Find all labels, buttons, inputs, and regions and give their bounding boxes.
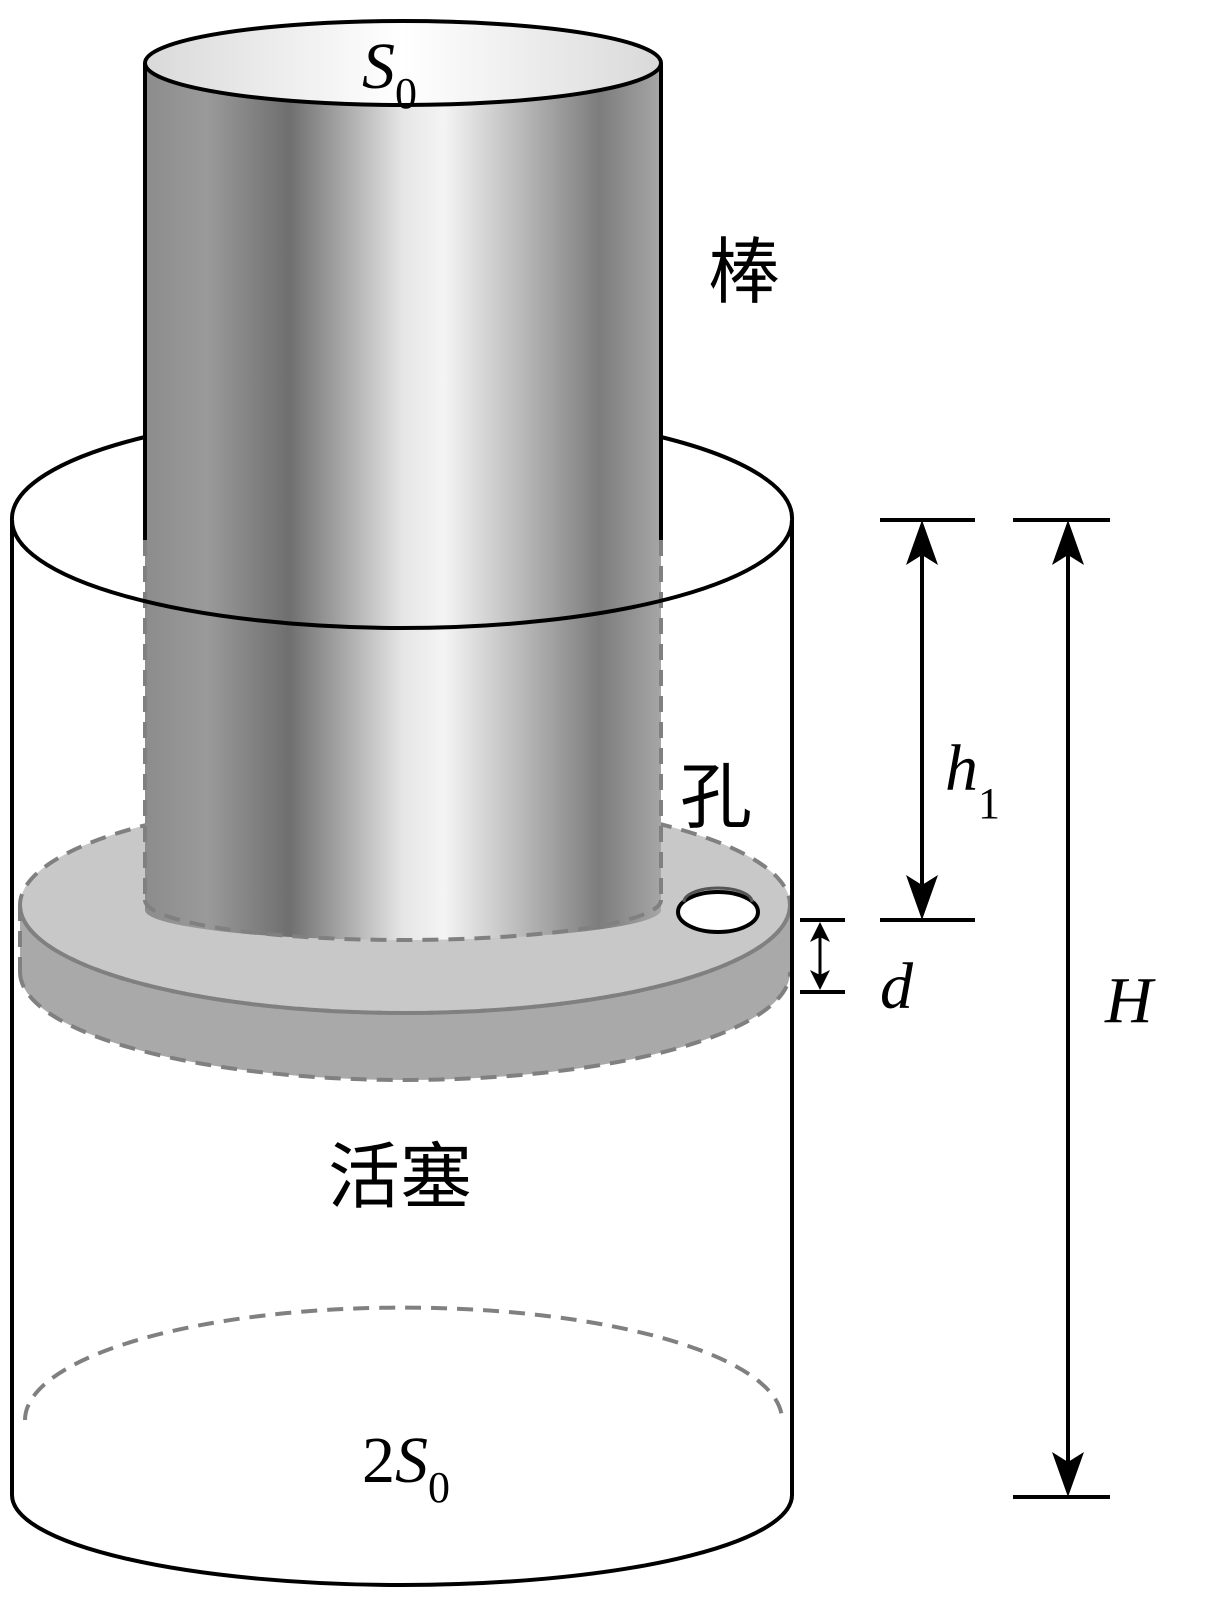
container-bottom-back-hidden — [23, 1305, 784, 1421]
label-piston: 活塞 — [328, 1135, 472, 1219]
rod — [143, 19, 663, 942]
h1-arrow-up — [906, 520, 938, 565]
label-base-area: 2S0 — [362, 1424, 450, 1512]
H-arrow-up — [1052, 520, 1084, 565]
dimension-d — [800, 918, 845, 994]
container-top-rim-back-right — [660, 435, 795, 521]
H-arrow-down — [1052, 1452, 1084, 1497]
h1-arrow-down — [906, 875, 938, 920]
label-d: d — [880, 950, 914, 1023]
container — [9, 435, 795, 1587]
dimension-h1 — [880, 518, 975, 922]
container-top-rim-front — [10, 519, 794, 630]
piston-side — [20, 905, 790, 1080]
piston-bottom-edge — [18, 971, 792, 1082]
container-bottom-front — [10, 1494, 794, 1587]
rod-body — [145, 63, 661, 940]
piston-hole — [676, 886, 760, 934]
label-h1: h1 — [945, 732, 1000, 828]
dimension-H — [1013, 518, 1110, 1499]
d-arrow-down — [810, 970, 830, 990]
label-H: H — [1104, 964, 1156, 1037]
label-rod: 棒 — [708, 230, 780, 314]
label-rod-area: S0 — [362, 30, 417, 118]
piston-mid-edge — [18, 904, 792, 1015]
label-hole: 孔 — [680, 755, 752, 839]
container-top-rim-back — [9, 435, 146, 521]
rod-bottom-edge-hidden — [143, 899, 663, 942]
d-arrow-up — [810, 922, 830, 942]
